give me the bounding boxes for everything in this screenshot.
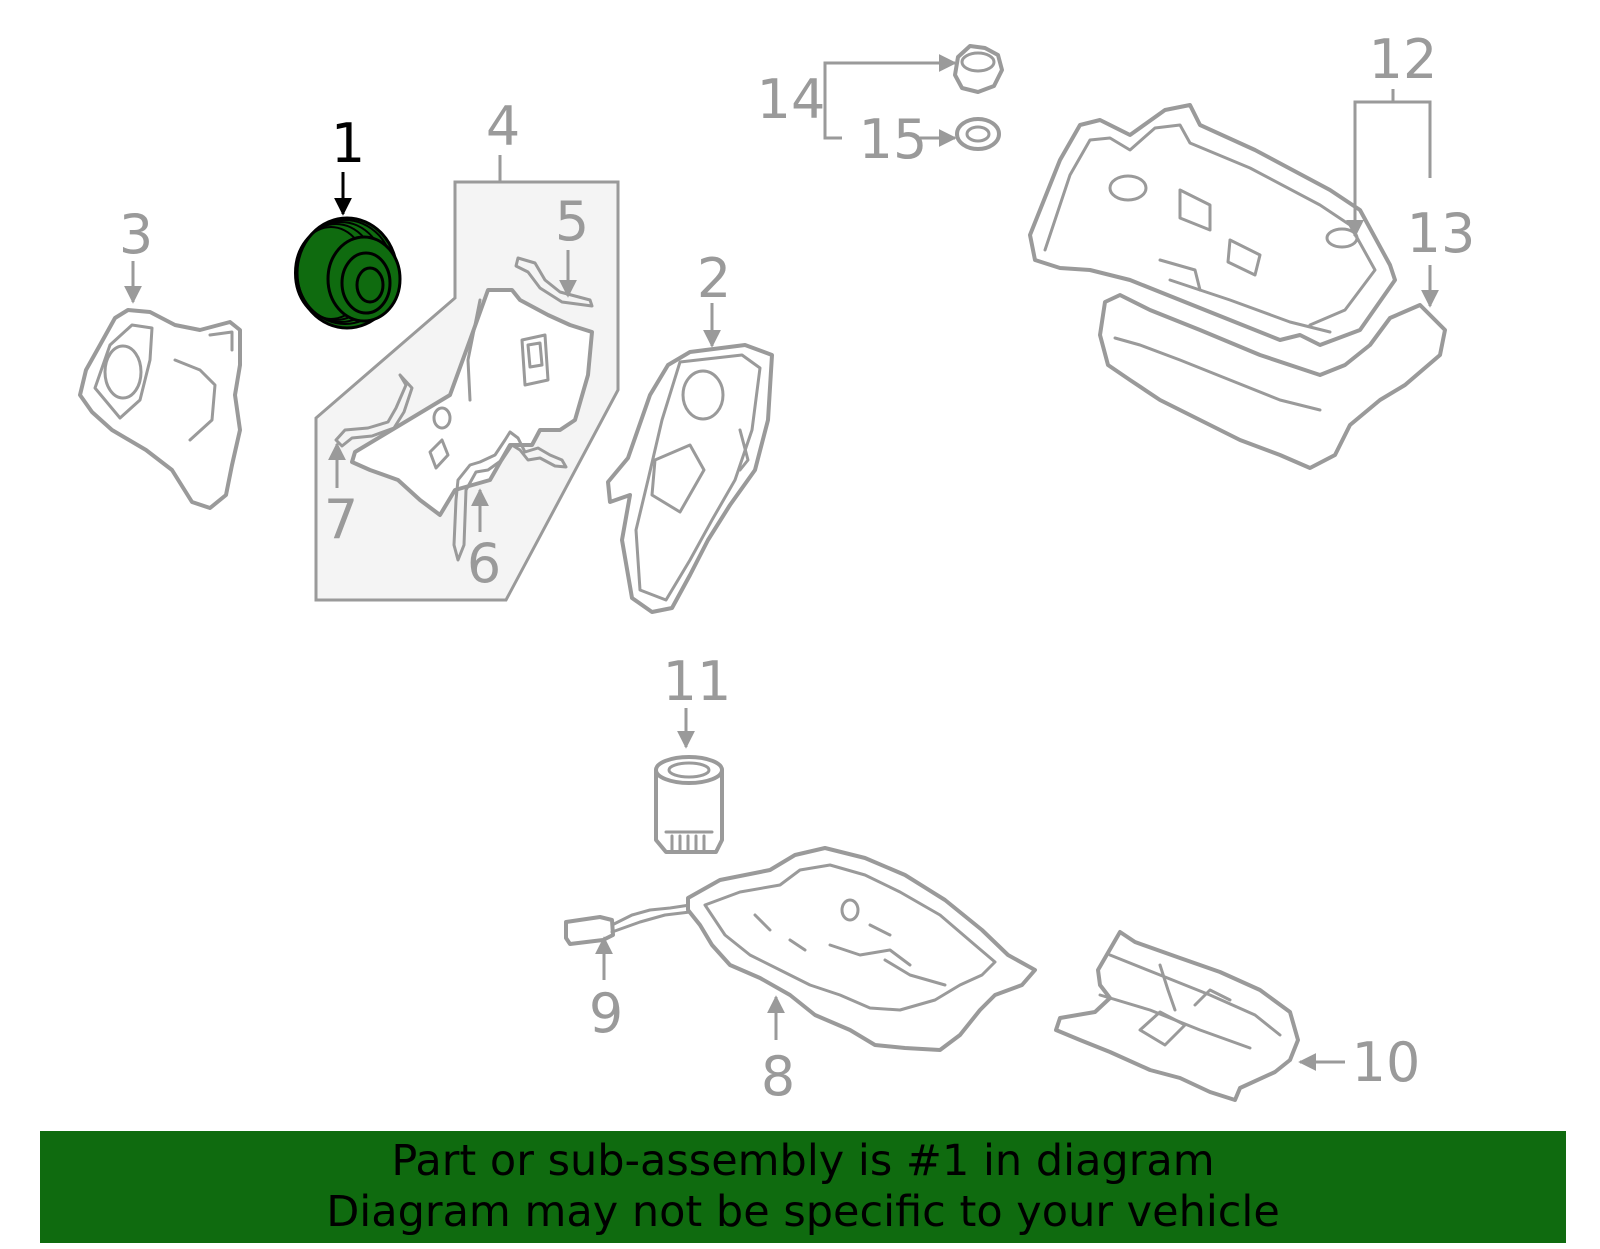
oil-level-sensor-part-9[interactable]	[564, 903, 692, 946]
banner-line-1: Part or sub-assembly is #1 in diagram	[391, 1136, 1215, 1186]
valve-cover-part-12[interactable]	[1028, 103, 1447, 470]
callout-4: 4	[486, 95, 520, 158]
banner-line-2: Diagram may not be specific to your vehi…	[326, 1187, 1280, 1237]
seal-ring-part-15[interactable]	[955, 117, 1001, 151]
timing-cover-part-2[interactable]	[606, 343, 774, 614]
timing-cover-part-3[interactable]	[78, 308, 242, 510]
oil-baffle-part-10[interactable]	[1054, 930, 1300, 1102]
info-banner: Part or sub-assembly is #1 in diagram Di…	[40, 1131, 1566, 1243]
callout-6: 6	[467, 532, 501, 595]
leader-lines	[124, 54, 1439, 1071]
gasket-part-6[interactable]	[452, 430, 568, 562]
callout-15: 15	[859, 108, 928, 171]
callout-11: 11	[663, 650, 732, 713]
callout-1: 1	[331, 112, 365, 175]
timing-plate-part-4[interactable]	[350, 288, 594, 517]
oil-pan-part-8[interactable]	[686, 846, 1037, 1052]
gasket-part-5[interactable]	[514, 256, 594, 308]
callout-7: 7	[324, 488, 358, 551]
callout-10: 10	[1352, 1031, 1421, 1094]
callout-9: 9	[589, 982, 623, 1045]
oil-filter-part-11[interactable]	[654, 755, 724, 854]
callout-2: 2	[697, 247, 731, 310]
callout-3: 3	[119, 203, 153, 266]
callout-14: 14	[757, 68, 826, 131]
oil-filler-cap-part-14[interactable]	[953, 44, 1004, 94]
callout-8: 8	[761, 1045, 795, 1108]
crankshaft-pulley-part-1[interactable]	[294, 216, 402, 330]
callout-5: 5	[555, 190, 589, 253]
callout-13: 13	[1407, 202, 1476, 265]
callout-12: 12	[1369, 28, 1438, 91]
